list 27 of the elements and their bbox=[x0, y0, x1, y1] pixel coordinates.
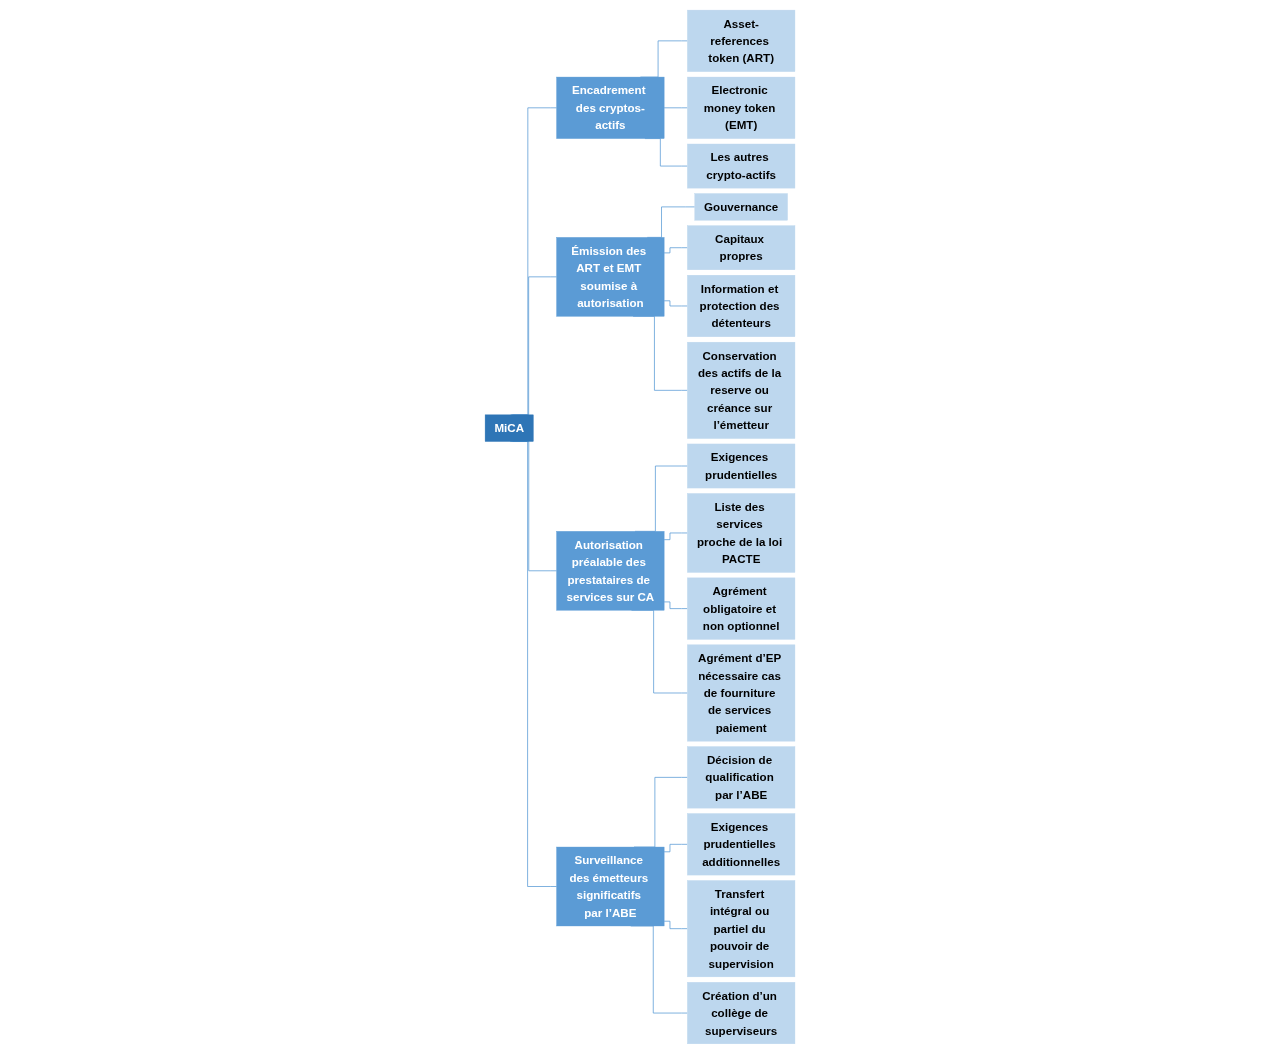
connector bbox=[663, 920, 688, 929]
connector bbox=[663, 106, 688, 108]
connector bbox=[663, 532, 688, 540]
node-box: MiCA bbox=[484, 414, 534, 442]
node-box: Surveillance des émetteurs significatifs par l’ABE bbox=[556, 846, 665, 926]
node-box: Les autres crypto-actifs bbox=[687, 143, 796, 188]
connector bbox=[663, 601, 688, 609]
node-box: Exigences prudentielles additionnelles bbox=[687, 812, 796, 875]
node-box: Encadrement des cryptos-actifs bbox=[556, 76, 665, 139]
connector bbox=[663, 246, 688, 253]
node-box: Agrément obligatoire et non optionnel bbox=[687, 577, 796, 640]
node-box: Décision de qualification par l’ABE bbox=[687, 745, 796, 808]
node-box: Asset-references token (ART) bbox=[687, 9, 796, 72]
connector bbox=[663, 299, 688, 306]
node-box: Émission des ART et EMT soumise à autorisation bbox=[556, 236, 665, 317]
connector bbox=[663, 843, 688, 852]
node-box: Capitaux propres bbox=[687, 225, 796, 270]
node-box: Transfert intégral ou partiel du pouvoir de supervision bbox=[687, 879, 796, 977]
node-box: Information et protection des détenteurs bbox=[687, 274, 796, 337]
node-box: Autorisation préalable des prestataires de services sur CA bbox=[556, 530, 665, 610]
node-box: Exigences prudentielles bbox=[687, 443, 796, 488]
node-box: Gouvernance bbox=[694, 192, 788, 220]
node-box: Conservation des actifs de la reserve ou créance sur l’émetteur bbox=[687, 341, 796, 439]
node-box: Electronic money token (EMT) bbox=[687, 76, 796, 139]
node-box: Liste des services proche de la loi PACTE bbox=[687, 492, 796, 573]
node-box: Création d’un collège de superviseurs bbox=[687, 981, 796, 1044]
node-box: Agrément d’EP nécessaire cas de fourniture de services paiement bbox=[687, 644, 796, 741]
